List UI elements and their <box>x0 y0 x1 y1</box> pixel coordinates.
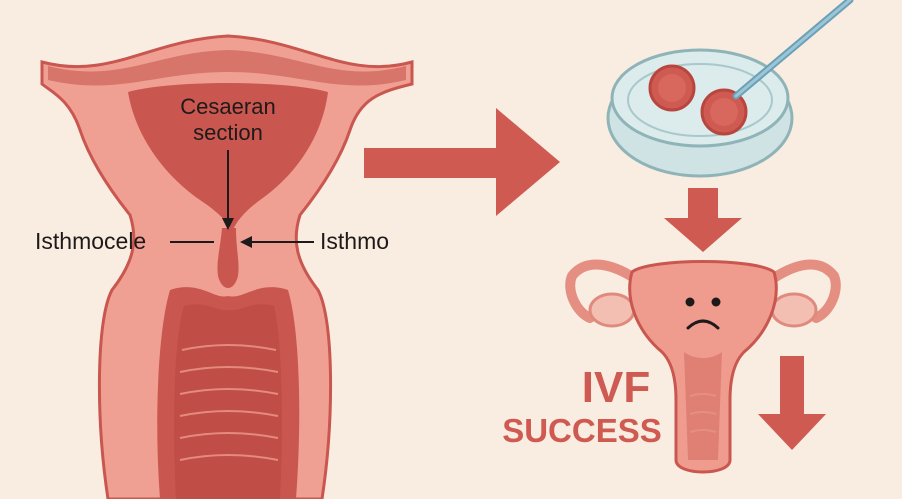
isthmo-label: Isthmo <box>320 228 389 254</box>
isthmo-pointer-arrow <box>240 236 314 248</box>
embryo-icon <box>648 64 748 136</box>
fallopian-tube-left <box>565 259 645 323</box>
uterus-cross-section <box>40 34 414 499</box>
uterus-canal <box>684 352 722 460</box>
ovary-left <box>588 292 636 328</box>
down-arrow-icon <box>664 188 742 252</box>
pipette-icon <box>732 0 854 100</box>
cesarean-pointer-arrow <box>222 150 234 230</box>
isthmocele-label: Isthmocele <box>35 228 146 254</box>
ovary-right <box>770 292 818 328</box>
decrease-arrow-icon <box>758 356 826 450</box>
isthmus-channel <box>217 228 239 288</box>
cervical-canal-inner <box>174 304 282 499</box>
ivf-label: IVF <box>582 363 650 412</box>
uterus-top-band <box>48 50 406 86</box>
vaginal-rugae <box>179 344 279 461</box>
cesarean-label-line1: Cesaeran <box>180 94 275 119</box>
sad-face-icon <box>685 297 721 330</box>
right-arrow-icon <box>364 108 560 216</box>
cesarean-label-line2: section <box>193 120 263 145</box>
uterus-canal-rugae <box>689 393 717 433</box>
uterus-with-ovaries <box>565 259 841 474</box>
success-label: SUCCESS <box>502 412 662 449</box>
fallopian-tube-right <box>763 259 841 323</box>
